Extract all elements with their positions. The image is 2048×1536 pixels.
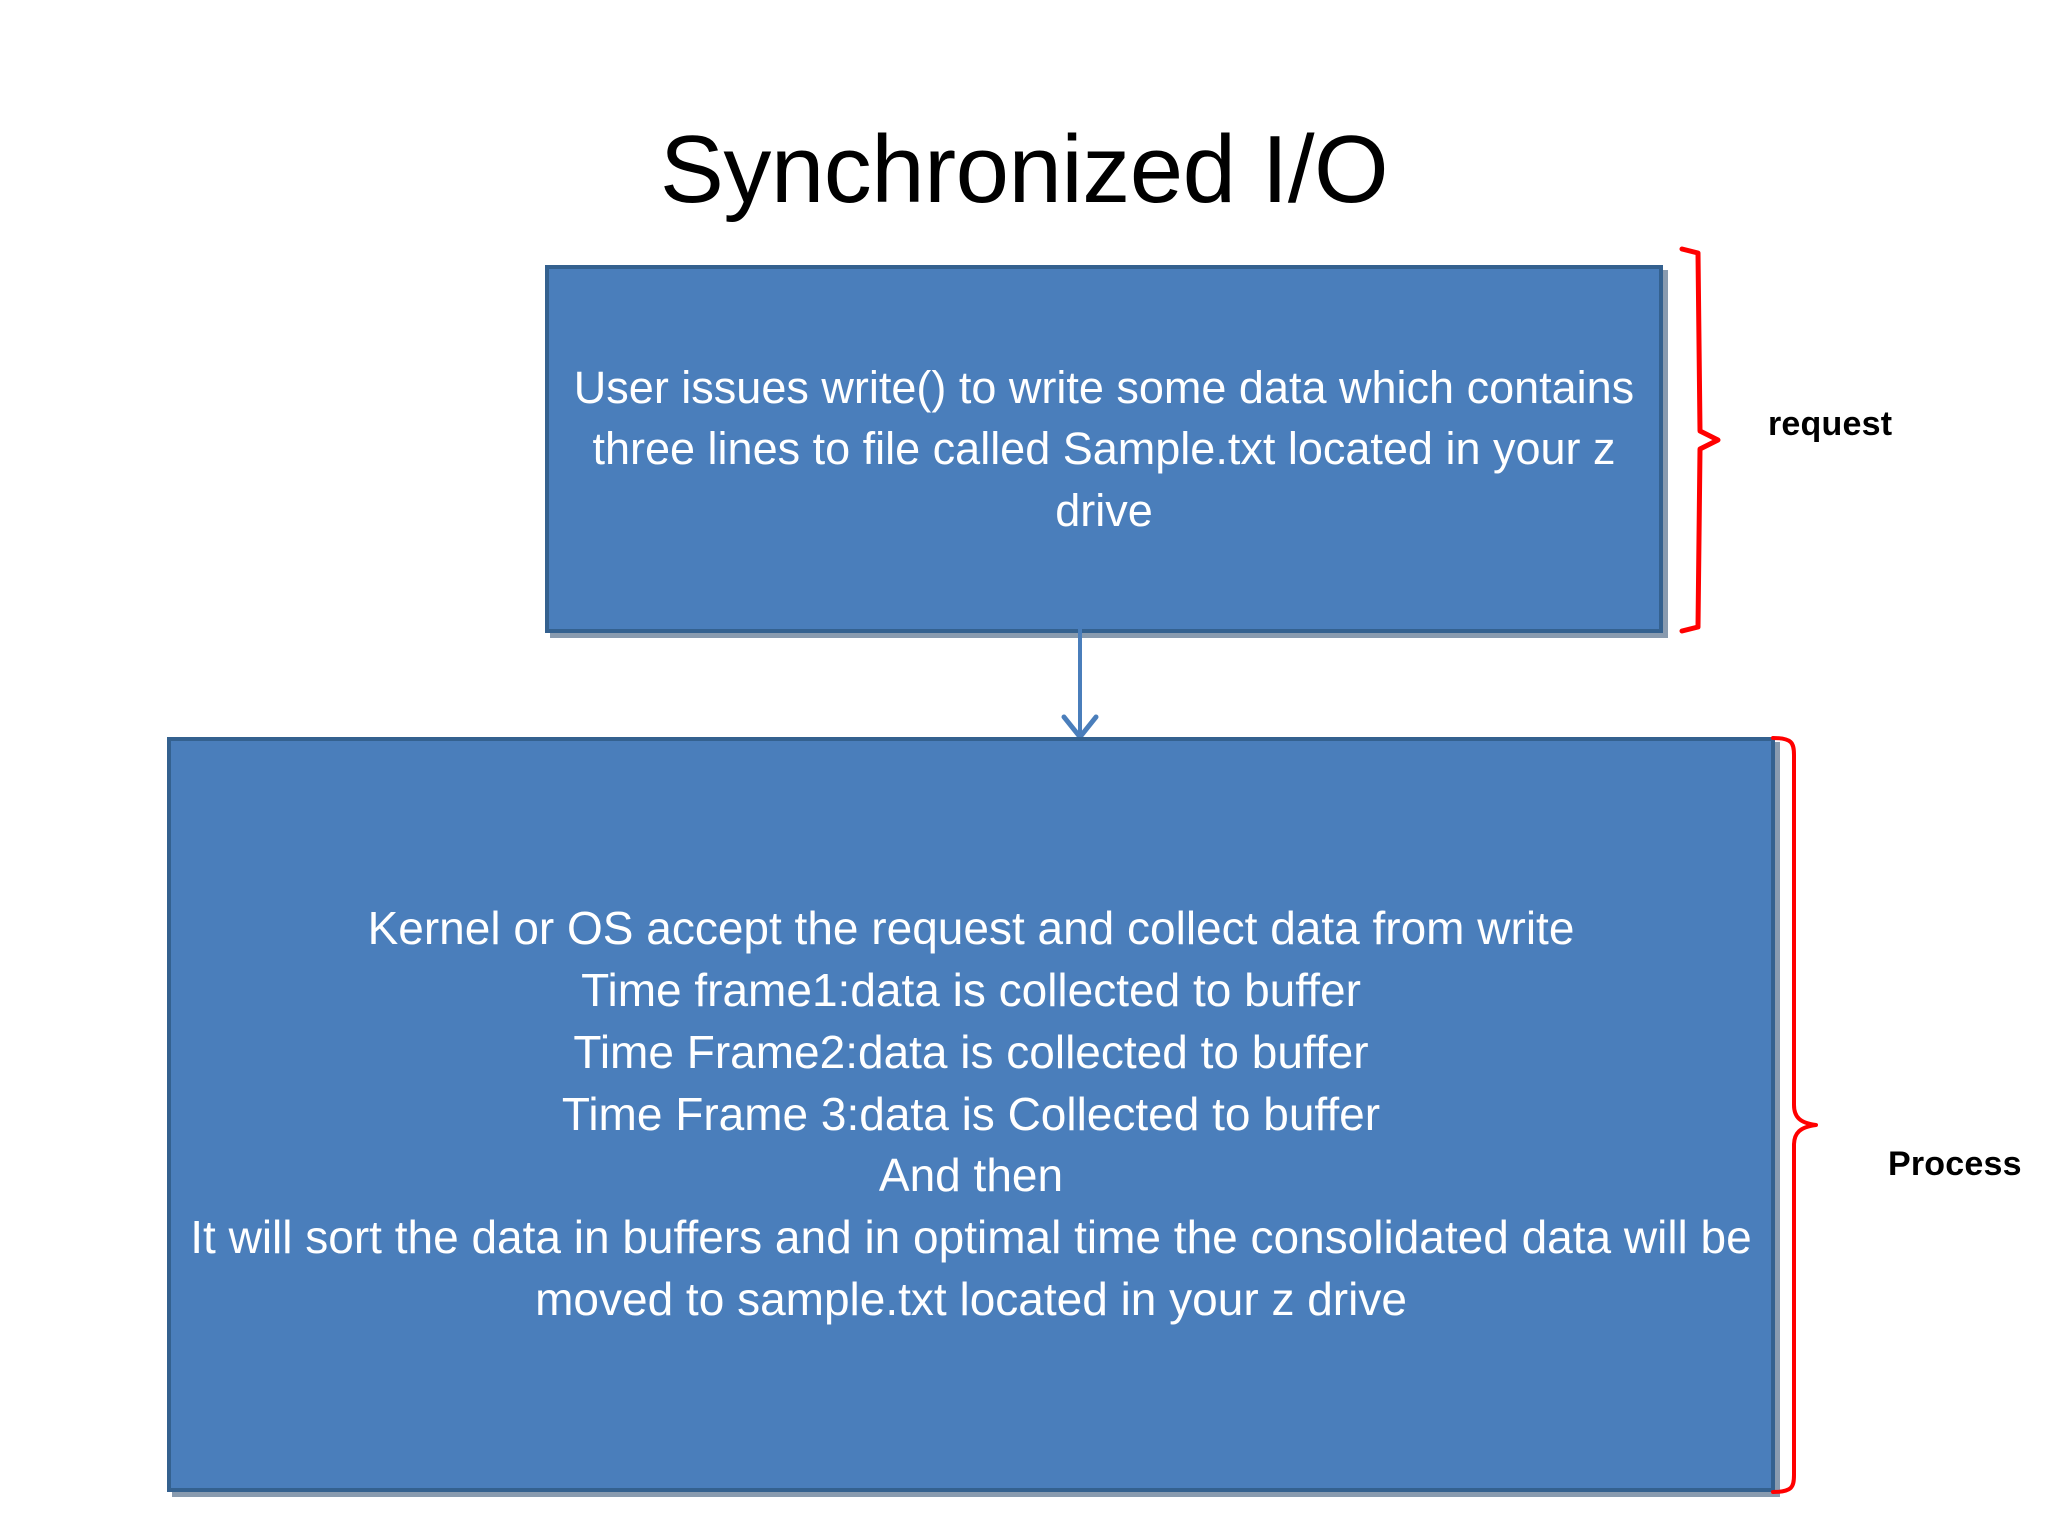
process-brace-icon <box>1771 736 1818 1494</box>
process-annotation-label: Process <box>1888 1145 2022 1183</box>
request-box: User issues write() to write some data w… <box>545 265 1663 633</box>
request-box-text: User issues write() to write some data w… <box>573 361 1635 536</box>
process-box-text: Kernel or OS accept the request and coll… <box>190 901 1752 1326</box>
request-brace-icon <box>1679 246 1721 634</box>
page-title: Synchronized I/O <box>659 116 1389 223</box>
down-arrow-icon <box>1061 625 1099 740</box>
request-annotation-label: request <box>1768 405 1893 443</box>
process-box: Kernel or OS accept the request and coll… <box>167 737 1775 1492</box>
